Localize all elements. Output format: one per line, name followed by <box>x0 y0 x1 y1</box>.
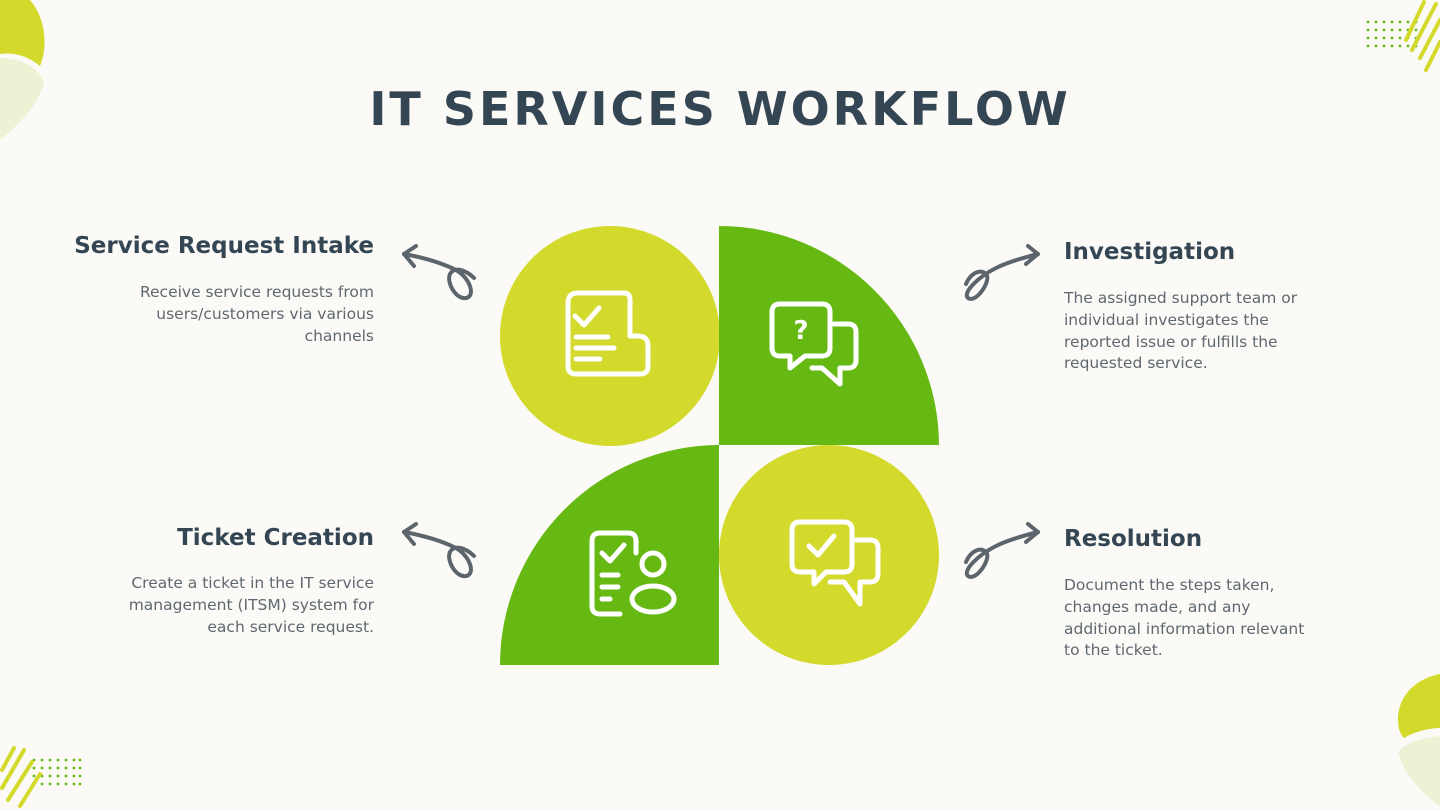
dot-grid <box>32 758 82 786</box>
check-chat-icon <box>789 519 881 607</box>
brush-strokes <box>1404 0 1440 72</box>
arrow-left-bottom <box>402 522 476 579</box>
svg-text:?: ? <box>793 316 808 346</box>
page-title: IT SERVICES WORKFLOW <box>369 82 1071 136</box>
step-title-ticket-creation: Ticket Creation <box>177 525 374 551</box>
step-text-ticket-creation: Create a ticket in the IT service manage… <box>128 574 374 636</box>
arrow-right-bottom <box>964 522 1040 579</box>
step-title-resolution: Resolution <box>1064 526 1203 552</box>
corner-decoration-bottom-left <box>0 746 82 808</box>
step-text-investigation: The assigned support team or individual … <box>1064 289 1298 373</box>
document-check-icon <box>565 290 651 377</box>
step-title-service-request-intake: Service Request Intake <box>74 233 374 259</box>
step-title-investigation: Investigation <box>1064 239 1236 265</box>
quadrant-bottom-right <box>719 445 939 665</box>
question-chat-icon: ? <box>769 301 859 387</box>
corner-decoration-top-right <box>1366 0 1440 72</box>
arrow-left-top <box>402 244 476 301</box>
quadrant-bottom-left <box>500 445 719 665</box>
corner-decoration-top-left <box>0 0 45 140</box>
checklist-user-icon <box>589 530 677 617</box>
arrow-right-top <box>964 244 1040 301</box>
corner-decoration-bottom-right <box>1398 674 1440 806</box>
step-text-service-request-intake: Receive service requests from users/cust… <box>139 283 374 345</box>
step-text-resolution: Document the steps taken, changes made, … <box>1064 576 1305 660</box>
workflow-diagram: ? <box>500 226 939 665</box>
brush-strokes <box>0 746 42 808</box>
